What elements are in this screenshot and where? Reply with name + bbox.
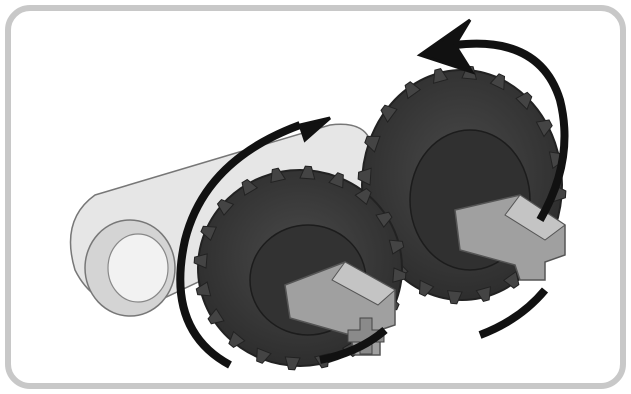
illustration-frame (0, 0, 631, 394)
gear-illustration (0, 0, 631, 394)
